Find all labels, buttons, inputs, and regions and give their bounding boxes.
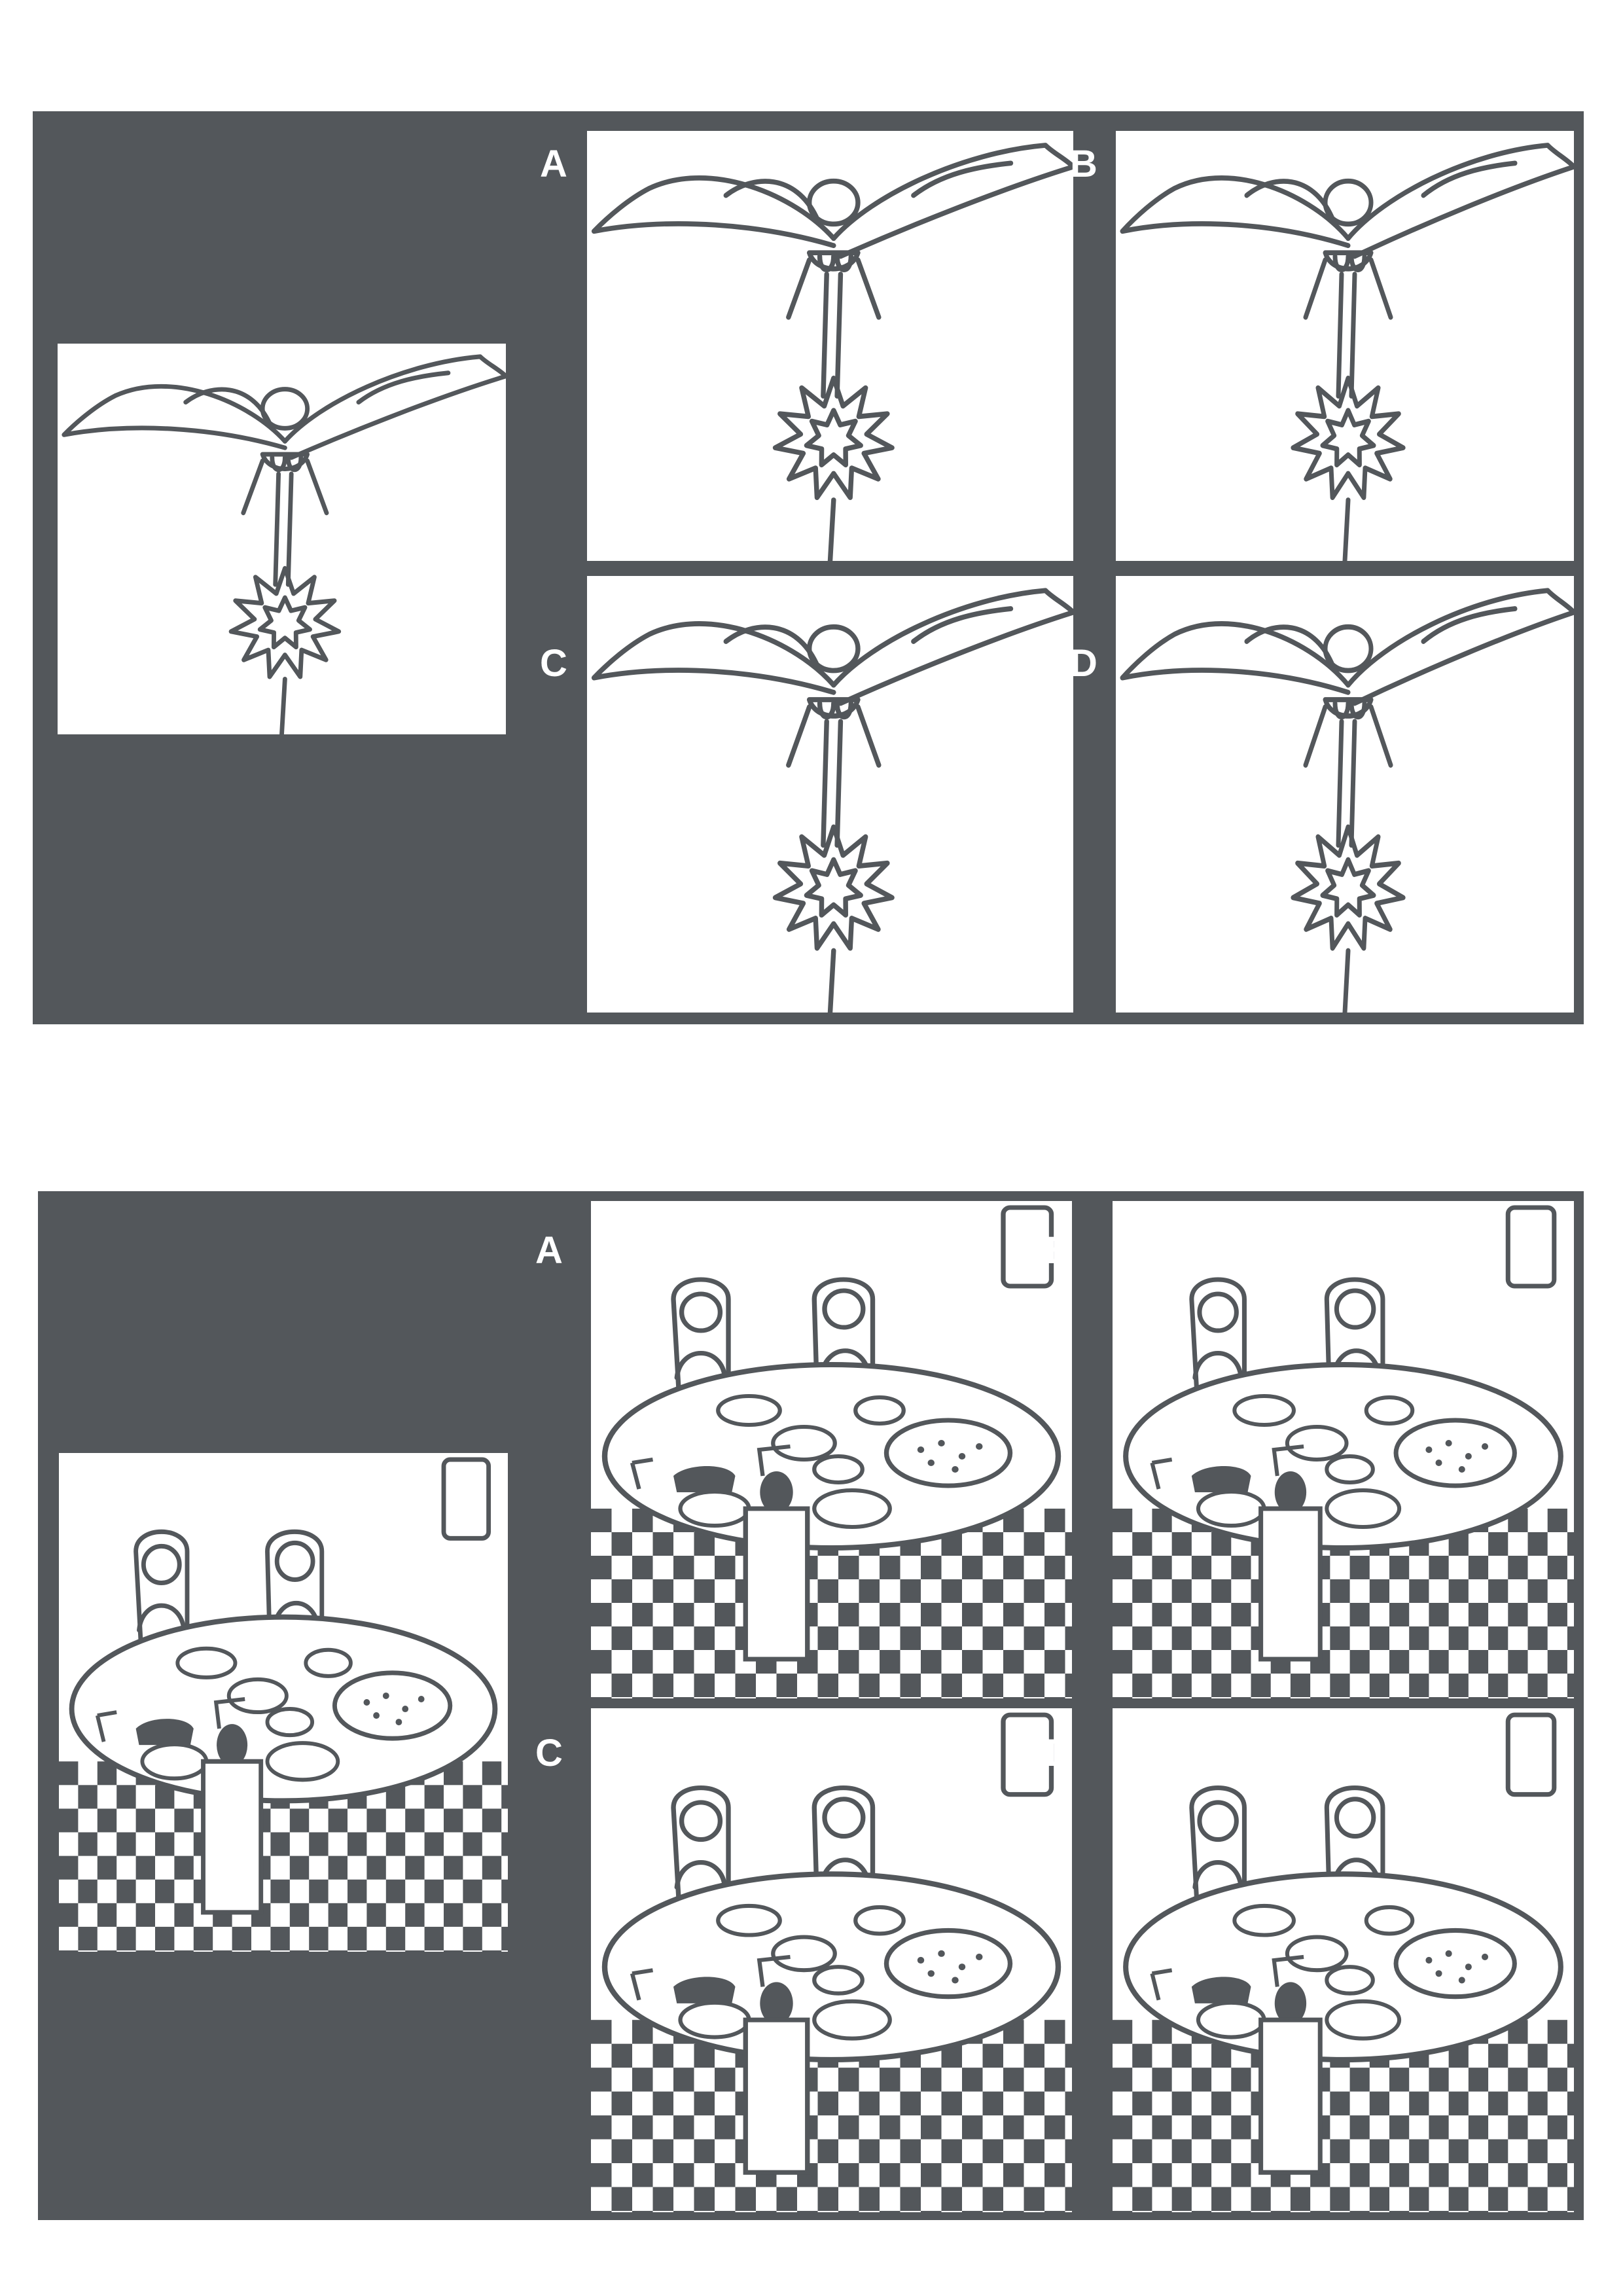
puzzle-2-panel: A B C D	[38, 1191, 1584, 2220]
puzzle-2-option-b-letter: B	[1046, 1229, 1073, 1272]
puzzle-2-option-d-letter: D	[1046, 1732, 1073, 1774]
puzzle-1-option-a-picture[interactable]	[587, 131, 1073, 561]
puzzle-1-option-d-letter: D	[1070, 642, 1097, 685]
puzzle-2-option-c-picture[interactable]	[591, 1708, 1072, 2212]
puzzle-1-panel: A B C D	[33, 111, 1584, 1024]
puzzle-1-option-d-picture[interactable]	[1116, 576, 1574, 1013]
puzzle-2-reference-picture	[59, 1453, 508, 1952]
puzzle-1-option-b-picture[interactable]	[1116, 131, 1574, 561]
puzzle-1-option-c-picture[interactable]	[587, 576, 1073, 1013]
puzzle-2-option-b-picture[interactable]	[1113, 1201, 1574, 1698]
puzzle-2-option-a-letter: A	[535, 1229, 563, 1272]
puzzle-2-option-a-picture[interactable]	[591, 1201, 1072, 1698]
puzzle-1-reference-picture	[58, 344, 506, 734]
puzzle-2-option-d-picture[interactable]	[1113, 1708, 1574, 2212]
puzzle-1-option-b-letter: B	[1070, 143, 1097, 185]
puzzle-1-option-a-letter: A	[540, 143, 567, 185]
puzzle-2-option-c-letter: C	[535, 1732, 563, 1774]
puzzle-1-option-c-letter: C	[540, 642, 567, 685]
